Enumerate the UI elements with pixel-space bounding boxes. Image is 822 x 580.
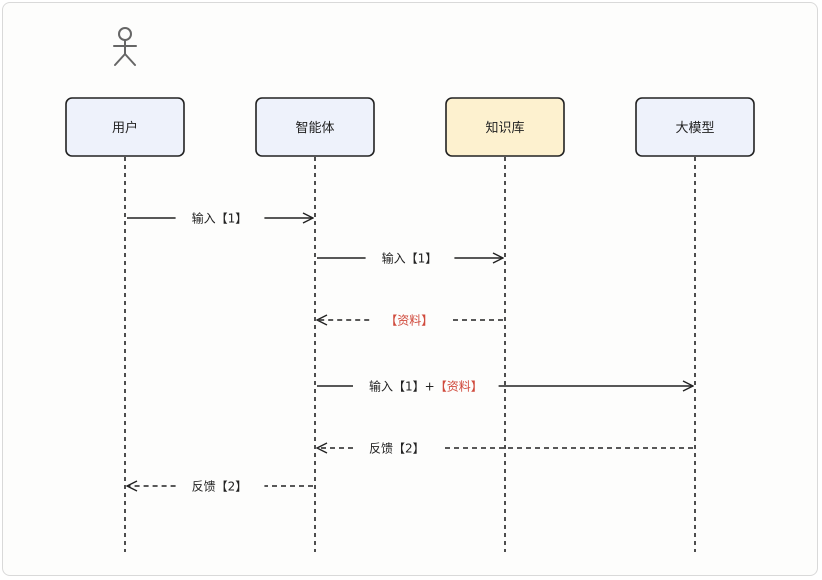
message-4: 输入【1】+【资料】 xyxy=(317,379,693,394)
message-label-part-3-1: 【资料】 xyxy=(385,314,433,328)
message-label-part-2-1: 输入【1】 xyxy=(382,251,438,266)
participant-box-agent xyxy=(255,97,375,157)
person-icon xyxy=(113,27,137,66)
message-label-part-4-2: 【资料】 xyxy=(435,380,483,394)
participant-kb: 知识库 xyxy=(445,97,565,157)
message-label-part-1-1: 输入【1】 xyxy=(192,211,248,226)
message-label-4: 输入【1】+【资料】 xyxy=(369,379,483,394)
message-label-5: 反馈【2】 xyxy=(369,442,425,456)
participant-box-kb xyxy=(445,97,565,157)
message-3: 【资料】 xyxy=(317,314,503,328)
message-1: 输入【1】 xyxy=(127,211,313,226)
message-6: 反馈【2】 xyxy=(127,480,313,494)
participant-label-user: 用户 xyxy=(112,120,138,136)
message-2: 输入【1】 xyxy=(317,251,503,266)
participant-label-llm: 大模型 xyxy=(675,121,714,136)
message-5: 反馈【2】 xyxy=(317,442,693,456)
participant-box-user xyxy=(65,97,185,157)
message-label-part-4-1: 输入【1】+ xyxy=(369,379,435,394)
participant-label-agent: 智能体 xyxy=(295,121,334,136)
message-label-6: 反馈【2】 xyxy=(192,480,248,494)
message-label-2: 输入【1】 xyxy=(382,251,438,266)
message-label-part-5-1: 反馈【2】 xyxy=(369,442,425,456)
message-label-3: 【资料】 xyxy=(385,314,433,328)
participant-label-kb: 知识库 xyxy=(485,120,524,136)
participant-box-llm xyxy=(635,97,755,157)
participant-user: 用户 xyxy=(65,97,185,157)
message-label-part-6-1: 反馈【2】 xyxy=(192,480,248,494)
participant-agent: 智能体 xyxy=(255,97,375,157)
participant-llm: 大模型 xyxy=(635,97,755,157)
message-label-1: 输入【1】 xyxy=(192,211,248,226)
